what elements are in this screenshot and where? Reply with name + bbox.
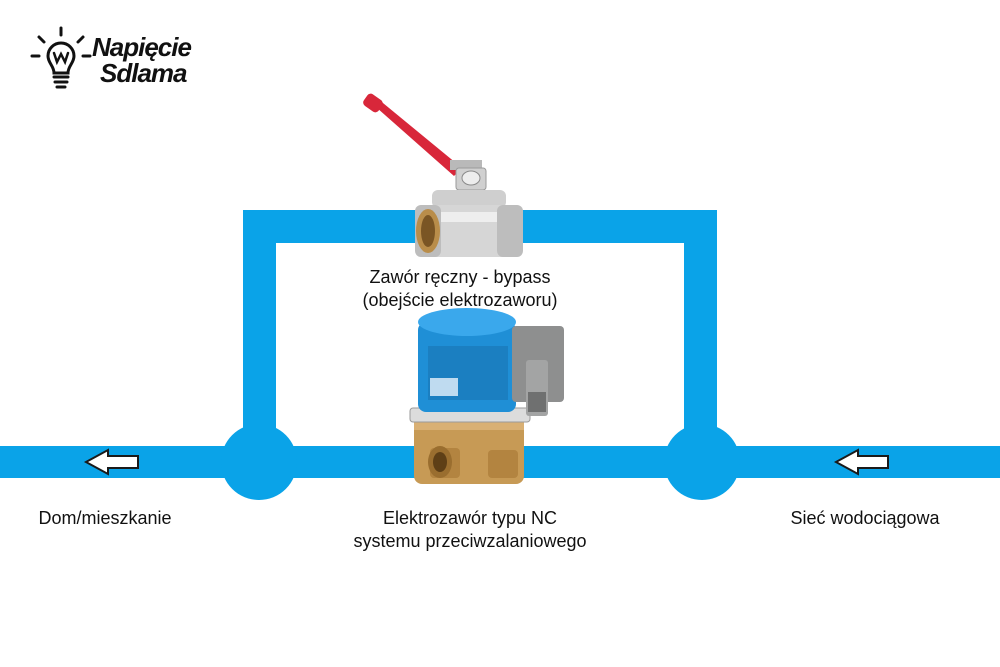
mains-label: Sieć wodociągowa — [790, 508, 940, 528]
solenoid-label-line1: Elektrozawór typu NC — [382, 508, 558, 528]
bypass-label-line2: (obejście elektrozaworu) — [362, 290, 558, 310]
bypass-pipe-right-vertical — [684, 210, 717, 460]
lightbulb-icon — [30, 26, 92, 89]
junction-right — [664, 424, 740, 500]
left-arrow-icon — [833, 448, 889, 476]
left-arrow-icon — [83, 448, 139, 476]
logo: Napięcie Sdlama — [30, 26, 220, 96]
solenoid-label-line2: systemu przeciwzalaniowego — [353, 531, 587, 551]
logo-text-line2: Sdlama — [100, 58, 187, 88]
solenoid-valve-icon — [409, 308, 564, 484]
bypass-pipe-top-right — [500, 210, 717, 243]
ball-valve-icon — [363, 93, 523, 257]
junction-left — [221, 424, 297, 500]
bypass-pipe-left-vertical — [243, 210, 276, 460]
bypass-label-line1: Zawór ręczny - bypass — [369, 267, 551, 287]
logo-text-line1: Napięcie — [92, 32, 192, 62]
house-label: Dom/mieszkanie — [38, 508, 172, 528]
bypass-pipe-top-left — [243, 210, 443, 243]
valve-handle — [368, 94, 462, 176]
